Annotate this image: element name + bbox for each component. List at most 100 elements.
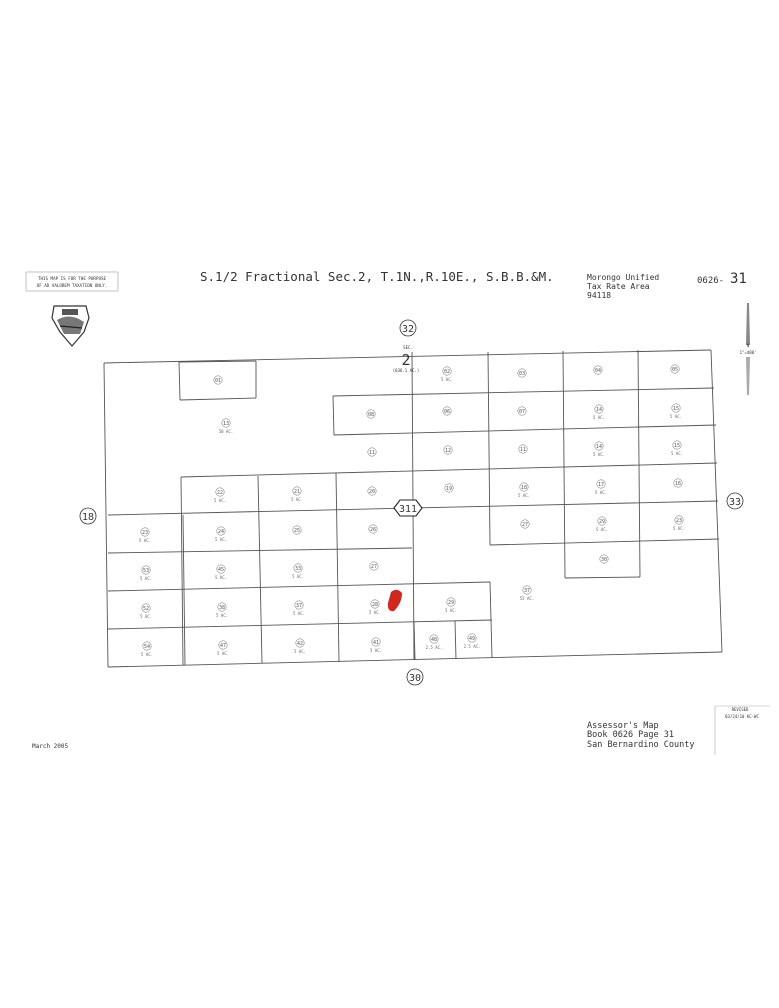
parcel-number: 28	[372, 602, 378, 608]
adjacent-section-north: 32	[399, 319, 417, 337]
parcel-number-circle	[467, 633, 477, 643]
parcel-41[interactable]: 415 AC.	[370, 637, 382, 653]
parcel-14[interactable]: 145 AC.	[593, 404, 605, 420]
parcel-acreage: 5 AC.	[595, 490, 607, 495]
east-section-number: 33	[729, 497, 741, 508]
parcel-53[interactable]: 535 AC.	[140, 565, 152, 581]
parcel-23[interactable]: 235 AC.	[673, 515, 685, 531]
parcel-25[interactable]: 25	[292, 525, 302, 535]
parcel-number-circle	[517, 406, 527, 416]
parcel-04[interactable]: 04	[593, 365, 603, 375]
map-scale: 1"=400'	[740, 350, 757, 355]
assessor-line-3: San Bernardino County	[587, 740, 694, 750]
parcel-23[interactable]: 235 AC.	[139, 527, 151, 543]
parcel-15[interactable]: 155 AC.	[671, 440, 683, 456]
parcel-15[interactable]: 155 AC.	[670, 403, 682, 419]
parcel-boundary-line	[335, 472, 340, 663]
parcel-22[interactable]: 225 AC.	[214, 487, 226, 503]
parcel-38[interactable]: 385 AC.	[216, 602, 228, 618]
parcel-27[interactable]: 27	[520, 519, 530, 529]
parcel-54[interactable]: 545 AC.	[141, 641, 153, 657]
parcel-12[interactable]: 12	[443, 445, 453, 455]
parcel-number-circle	[443, 445, 453, 455]
south-section-number: 30	[409, 673, 421, 684]
parcel-48[interactable]: 482.5 AC.	[426, 634, 443, 650]
road-number: 311	[399, 504, 417, 515]
parcel-acreage: 5 AC.	[292, 574, 304, 579]
parcel-03[interactable]: 03	[517, 368, 527, 378]
parcel-29[interactable]: 295 AC.	[596, 516, 608, 532]
section-number: 2	[401, 351, 410, 369]
parcel-boundary-line	[182, 514, 186, 666]
parcel-number: 29	[448, 600, 454, 606]
parcel-11[interactable]: 11	[518, 444, 528, 454]
parcel-number: 15	[673, 406, 679, 412]
parcel-45[interactable]: 455 AC.	[215, 564, 227, 580]
parcel-19[interactable]: 19	[444, 483, 454, 493]
parcel-number: 37	[296, 603, 302, 609]
parcel-number-circle	[671, 403, 681, 413]
parcel-49[interactable]: 492.5 AC.	[464, 633, 481, 649]
parcel-number-circle	[292, 486, 302, 496]
parcel-14[interactable]: 145 AC.	[593, 441, 605, 457]
parcel-number: 48	[431, 637, 437, 643]
parcel-27[interactable]: 27	[369, 561, 379, 571]
parcel-boundary-line	[564, 576, 641, 579]
parcel-acreage: 5 AC.	[593, 452, 605, 457]
parcel-number-circle	[367, 486, 377, 496]
parcel-08[interactable]: 08	[366, 409, 376, 419]
adjacent-section-east: 33	[726, 492, 744, 510]
parcel-acreage: 5 AC.	[214, 498, 226, 503]
west-section-number: 18	[82, 512, 94, 523]
parcel-26[interactable]: 26	[368, 524, 378, 534]
parcel-boundary-line	[179, 397, 257, 401]
section-label: SEC. 2 (836.1 AC.)	[393, 345, 420, 373]
parcel-42[interactable]: 425 AC.	[294, 638, 306, 654]
parcel-number: 25	[294, 528, 300, 534]
parcel-boundary-line	[178, 361, 181, 401]
parcel-24[interactable]: 245 AC.	[215, 526, 227, 542]
parcel-47[interactable]: 475 AC.	[217, 640, 229, 656]
parcel-number: 27	[522, 522, 528, 528]
parcel-number-circle	[295, 638, 305, 648]
parcel-05[interactable]: 05	[670, 364, 680, 374]
parcel-number: 19	[446, 486, 452, 492]
parcel-18[interactable]: 18 5 AC.	[518, 482, 530, 498]
parcel-20[interactable]: 20	[367, 486, 377, 496]
parcel-number-circle	[517, 368, 527, 378]
parcel-acreage: 5 AC.	[215, 537, 227, 542]
parcel-07[interactable]: 07	[517, 406, 527, 416]
parcel-21[interactable]: 215 AC.	[291, 486, 303, 502]
parcel-acreage: 5 AC.	[141, 652, 153, 657]
parcel-37[interactable]: 375 AC.	[293, 600, 305, 616]
parcel-06[interactable]: 06	[442, 406, 452, 416]
parcel-acreage: 5 AC.	[518, 493, 530, 498]
parcel-boundary-line	[107, 581, 491, 592]
parcel-29[interactable]: 295 AC.	[445, 597, 457, 613]
parcel-30[interactable]: 30	[599, 554, 609, 564]
parcel-boundary-line	[489, 581, 493, 659]
parcel-33[interactable]: 335 AC.	[292, 563, 304, 579]
parcel-number-circle	[442, 366, 452, 376]
parcel-acreage: 5 AC.	[140, 614, 152, 619]
parcel-01[interactable]: 01	[213, 375, 223, 385]
parcel-number: 29	[599, 519, 605, 525]
parcel-number: 37	[524, 588, 530, 594]
parcel-28[interactable]: 285 AC.	[369, 599, 381, 615]
parcel-11[interactable]: 11	[367, 447, 377, 457]
parcel-52[interactable]: 525 AC.	[140, 603, 152, 619]
parcel-number: 18	[521, 485, 527, 491]
parcel-number: 38	[219, 605, 225, 611]
parcel-16[interactable]: 16	[673, 478, 683, 488]
parcel-boundary-line	[107, 619, 493, 630]
parcel-acreage: 5 AC.	[673, 526, 685, 531]
parcel-02[interactable]: 025 AC.	[441, 366, 453, 382]
north-arrow-icon: N 1"=400'	[740, 303, 757, 395]
parcel-boundary-line	[489, 538, 720, 546]
parcel-17[interactable]: 175 AC.	[595, 479, 607, 495]
parcel-number-circle	[442, 406, 452, 416]
parcel-number: 06	[444, 409, 450, 415]
